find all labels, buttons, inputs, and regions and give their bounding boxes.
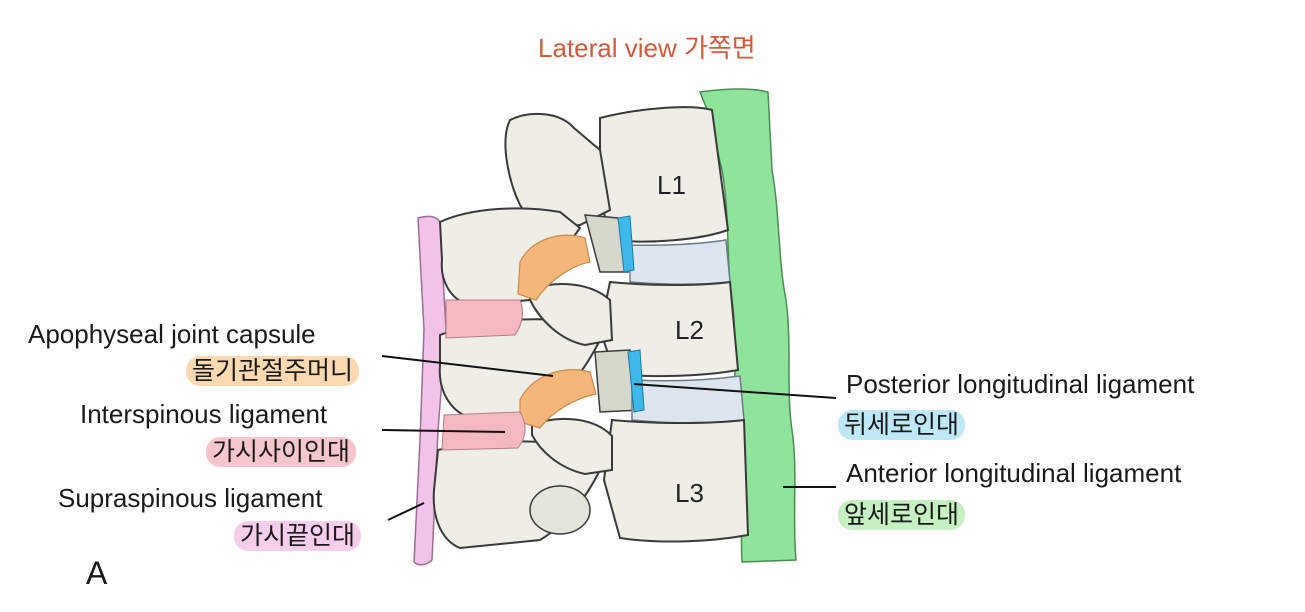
intervertebral-disc-l1-l2 bbox=[629, 239, 731, 285]
apophyseal-joint-capsule-lower bbox=[519, 369, 597, 429]
label-anterior-ko: 앞세로인대 bbox=[838, 500, 966, 530]
label-supraspinous-en: Supraspinous ligament bbox=[58, 483, 323, 513]
panel-letter: A bbox=[86, 555, 108, 591]
vertebra-label-l1: L1 bbox=[657, 170, 686, 200]
apophyseal-joint-capsule-upper bbox=[517, 234, 591, 301]
posterior-longitudinal-ligament-lower bbox=[627, 349, 645, 413]
label-supraspinous-ko: 가시끝인대 bbox=[234, 521, 362, 551]
label-apophyseal-ko: 돌기관절주머니 bbox=[186, 356, 360, 386]
leader-supraspinous bbox=[387, 502, 425, 521]
label-interspinous-ko: 가시사이인대 bbox=[206, 437, 357, 467]
label-posterior-ko: 뒤세로인대 bbox=[838, 410, 966, 440]
label-posterior-en: Posterior longitudinal ligament bbox=[846, 369, 1195, 399]
vertebra-label-l3: L3 bbox=[675, 478, 704, 508]
leader-apophyseal bbox=[381, 355, 554, 377]
supraspinous-ligament bbox=[413, 215, 447, 566]
vertebra-label-l2: L2 bbox=[675, 315, 704, 345]
intervertebral-disc-l2-l3 bbox=[631, 375, 745, 424]
label-interspinous-en: Interspinous ligament bbox=[80, 399, 328, 429]
label-anterior-en: Anterior longitudinal ligament bbox=[846, 458, 1182, 488]
posterior-longitudinal-ligament bbox=[617, 215, 635, 273]
leader-interspinous bbox=[381, 429, 506, 433]
label-apophyseal-en: Apophyseal joint capsule bbox=[28, 319, 316, 349]
leader-posterior bbox=[633, 383, 837, 399]
diagram-title: Lateral view 가쪽면 bbox=[538, 33, 756, 63]
vertebra-l3 bbox=[432, 417, 750, 550]
interspinous-ligament-upper bbox=[445, 299, 523, 339]
